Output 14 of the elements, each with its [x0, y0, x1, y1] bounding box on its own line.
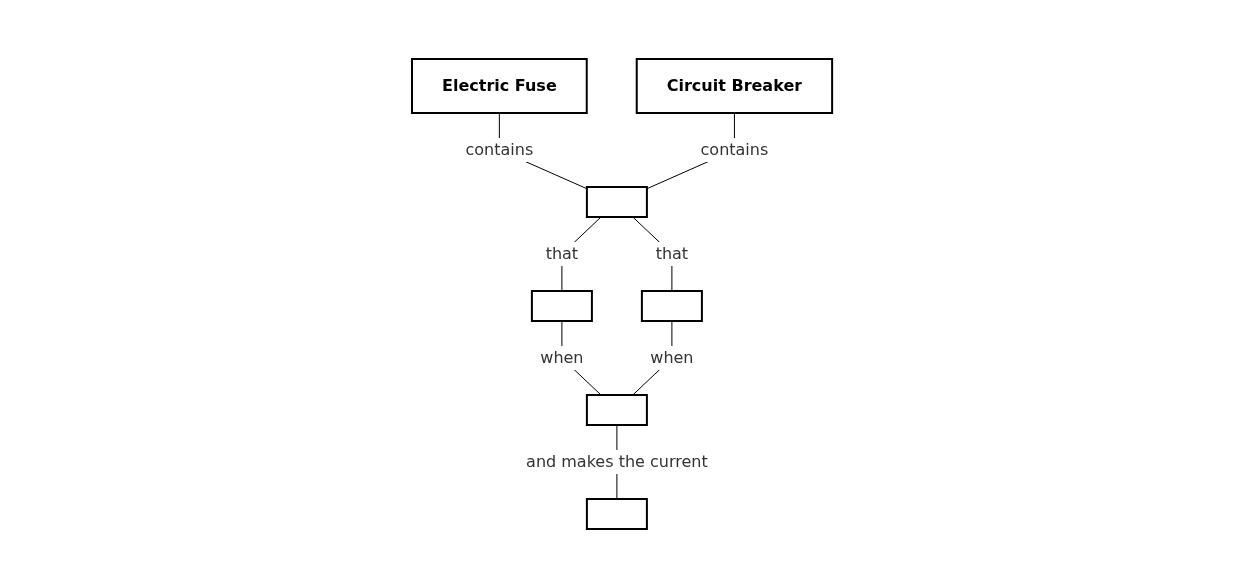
node-box: Electric Fuse: [410, 57, 588, 114]
edge-label: and makes the current: [526, 451, 708, 471]
edge-label: when: [540, 347, 584, 367]
node-box: [585, 393, 648, 426]
edge-label: contains: [700, 139, 769, 159]
node-box: Circuit Breaker: [635, 57, 834, 114]
node-box: [585, 185, 648, 218]
edge-label: that: [545, 243, 579, 263]
node-box: [640, 289, 703, 322]
edge-label: contains: [465, 139, 534, 159]
edge-label: when: [650, 347, 694, 367]
node-box: [530, 289, 593, 322]
node-box: [585, 497, 648, 530]
edge-label: that: [655, 243, 689, 263]
